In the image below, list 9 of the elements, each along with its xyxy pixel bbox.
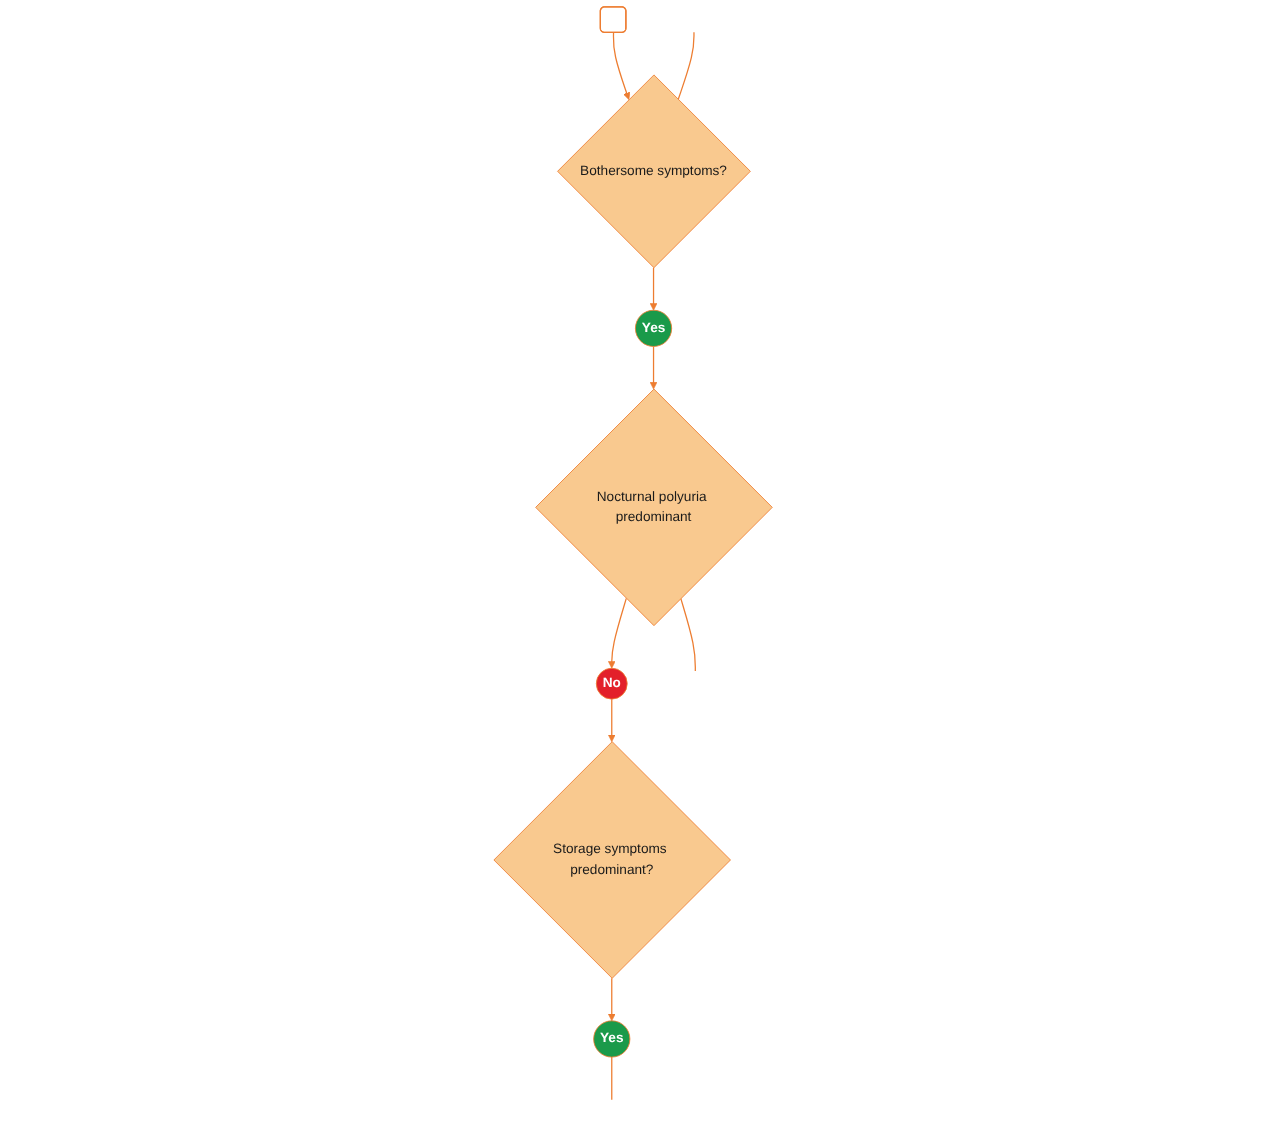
arrow [613,32,632,100]
arrow [650,345,659,390]
connector [678,31,696,101]
connector [681,597,697,672]
arrow [608,597,628,669]
connector [612,1056,614,1101]
arrow [608,977,617,1022]
arrow [650,267,659,311]
arrow [608,698,617,743]
